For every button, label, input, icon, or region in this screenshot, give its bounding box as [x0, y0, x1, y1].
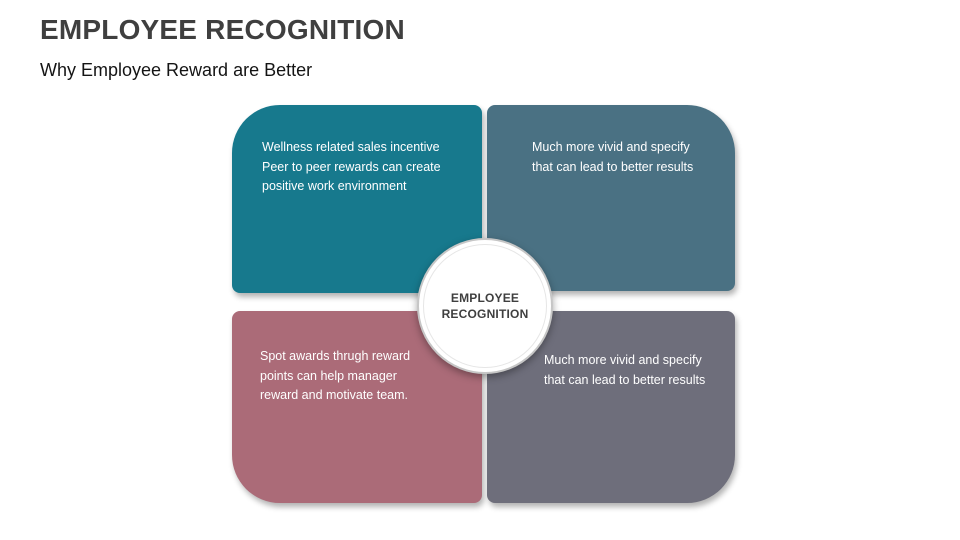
- quadrant-bottom-right-text: Much more vivid and specify that can lea…: [544, 353, 706, 387]
- quadrant-bottom-left-text: Spot awards thrugh reward points can hel…: [260, 349, 411, 402]
- quadrant-top-right-text: Much more vivid and specify that can lea…: [532, 140, 694, 174]
- center-label: EMPLOYEE RECOGNITION: [441, 291, 529, 321]
- circle-ring: [423, 244, 547, 368]
- quadrant-top-left-text: Wellness related sales incentive Peer to…: [262, 140, 441, 193]
- slide-title: EMPLOYEE RECOGNITION: [40, 14, 405, 45]
- quadrant-top-left: Wellness related sales incentive Peer to…: [232, 105, 482, 293]
- slide-subtitle: Why Employee Reward are Better: [40, 60, 313, 80]
- center-circle: EMPLOYEE RECOGNITION: [417, 238, 553, 374]
